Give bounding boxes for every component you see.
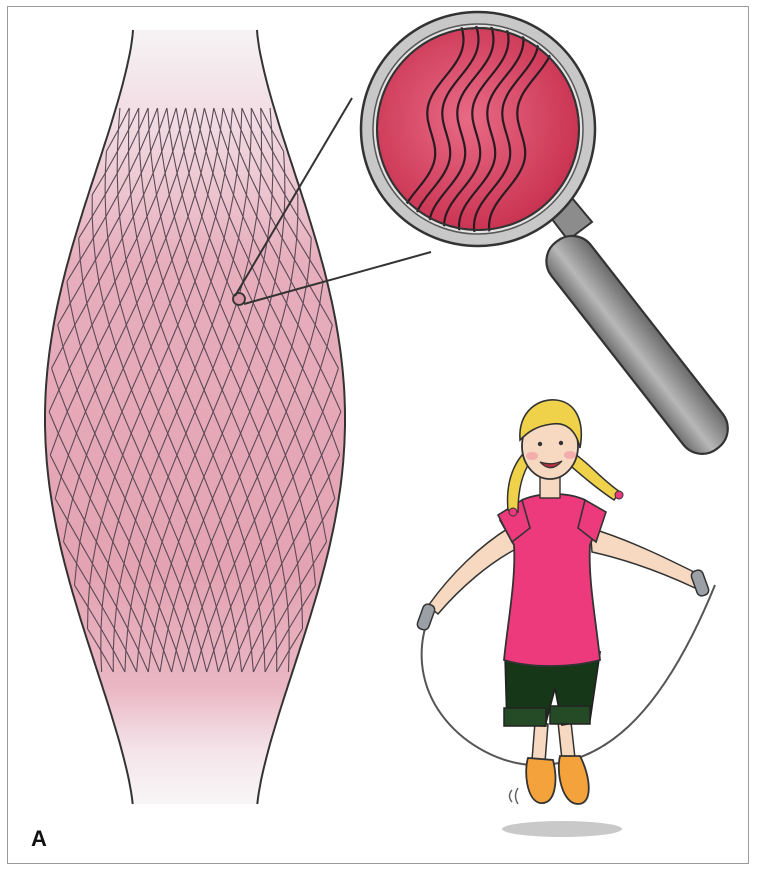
muscle-fiber-segment — [88, 607, 89, 629]
muscle-fiber-segment — [261, 108, 262, 130]
muscle — [45, 30, 345, 804]
ground-shadow — [502, 821, 622, 837]
girl-shoe-right — [559, 756, 589, 804]
muscle-fiber-segment — [261, 151, 262, 173]
pants-cuff-right — [550, 706, 590, 724]
girl-arm-left — [428, 526, 518, 614]
girl-jumping-rope — [416, 400, 715, 837]
girl-arm-right — [590, 528, 700, 588]
muscle-body — [45, 30, 345, 804]
muscle-fiber-segment — [302, 607, 303, 629]
panel-label: A — [31, 826, 47, 852]
magnifying-glass — [361, 12, 737, 464]
muscle-fiber-segment — [117, 173, 118, 195]
hair-tie-left — [509, 508, 517, 516]
muscle-fiber-segment — [129, 108, 130, 130]
girl-shoe-left — [526, 758, 555, 803]
muscle-fiber-segment — [272, 173, 273, 195]
rope-handle-left — [416, 603, 436, 632]
motion-mark — [510, 788, 519, 804]
hair-tie-right — [615, 491, 623, 499]
rope-handle-right — [690, 569, 710, 598]
muscle-fiber-segment — [129, 151, 130, 173]
pants-cuff-left — [504, 708, 546, 726]
